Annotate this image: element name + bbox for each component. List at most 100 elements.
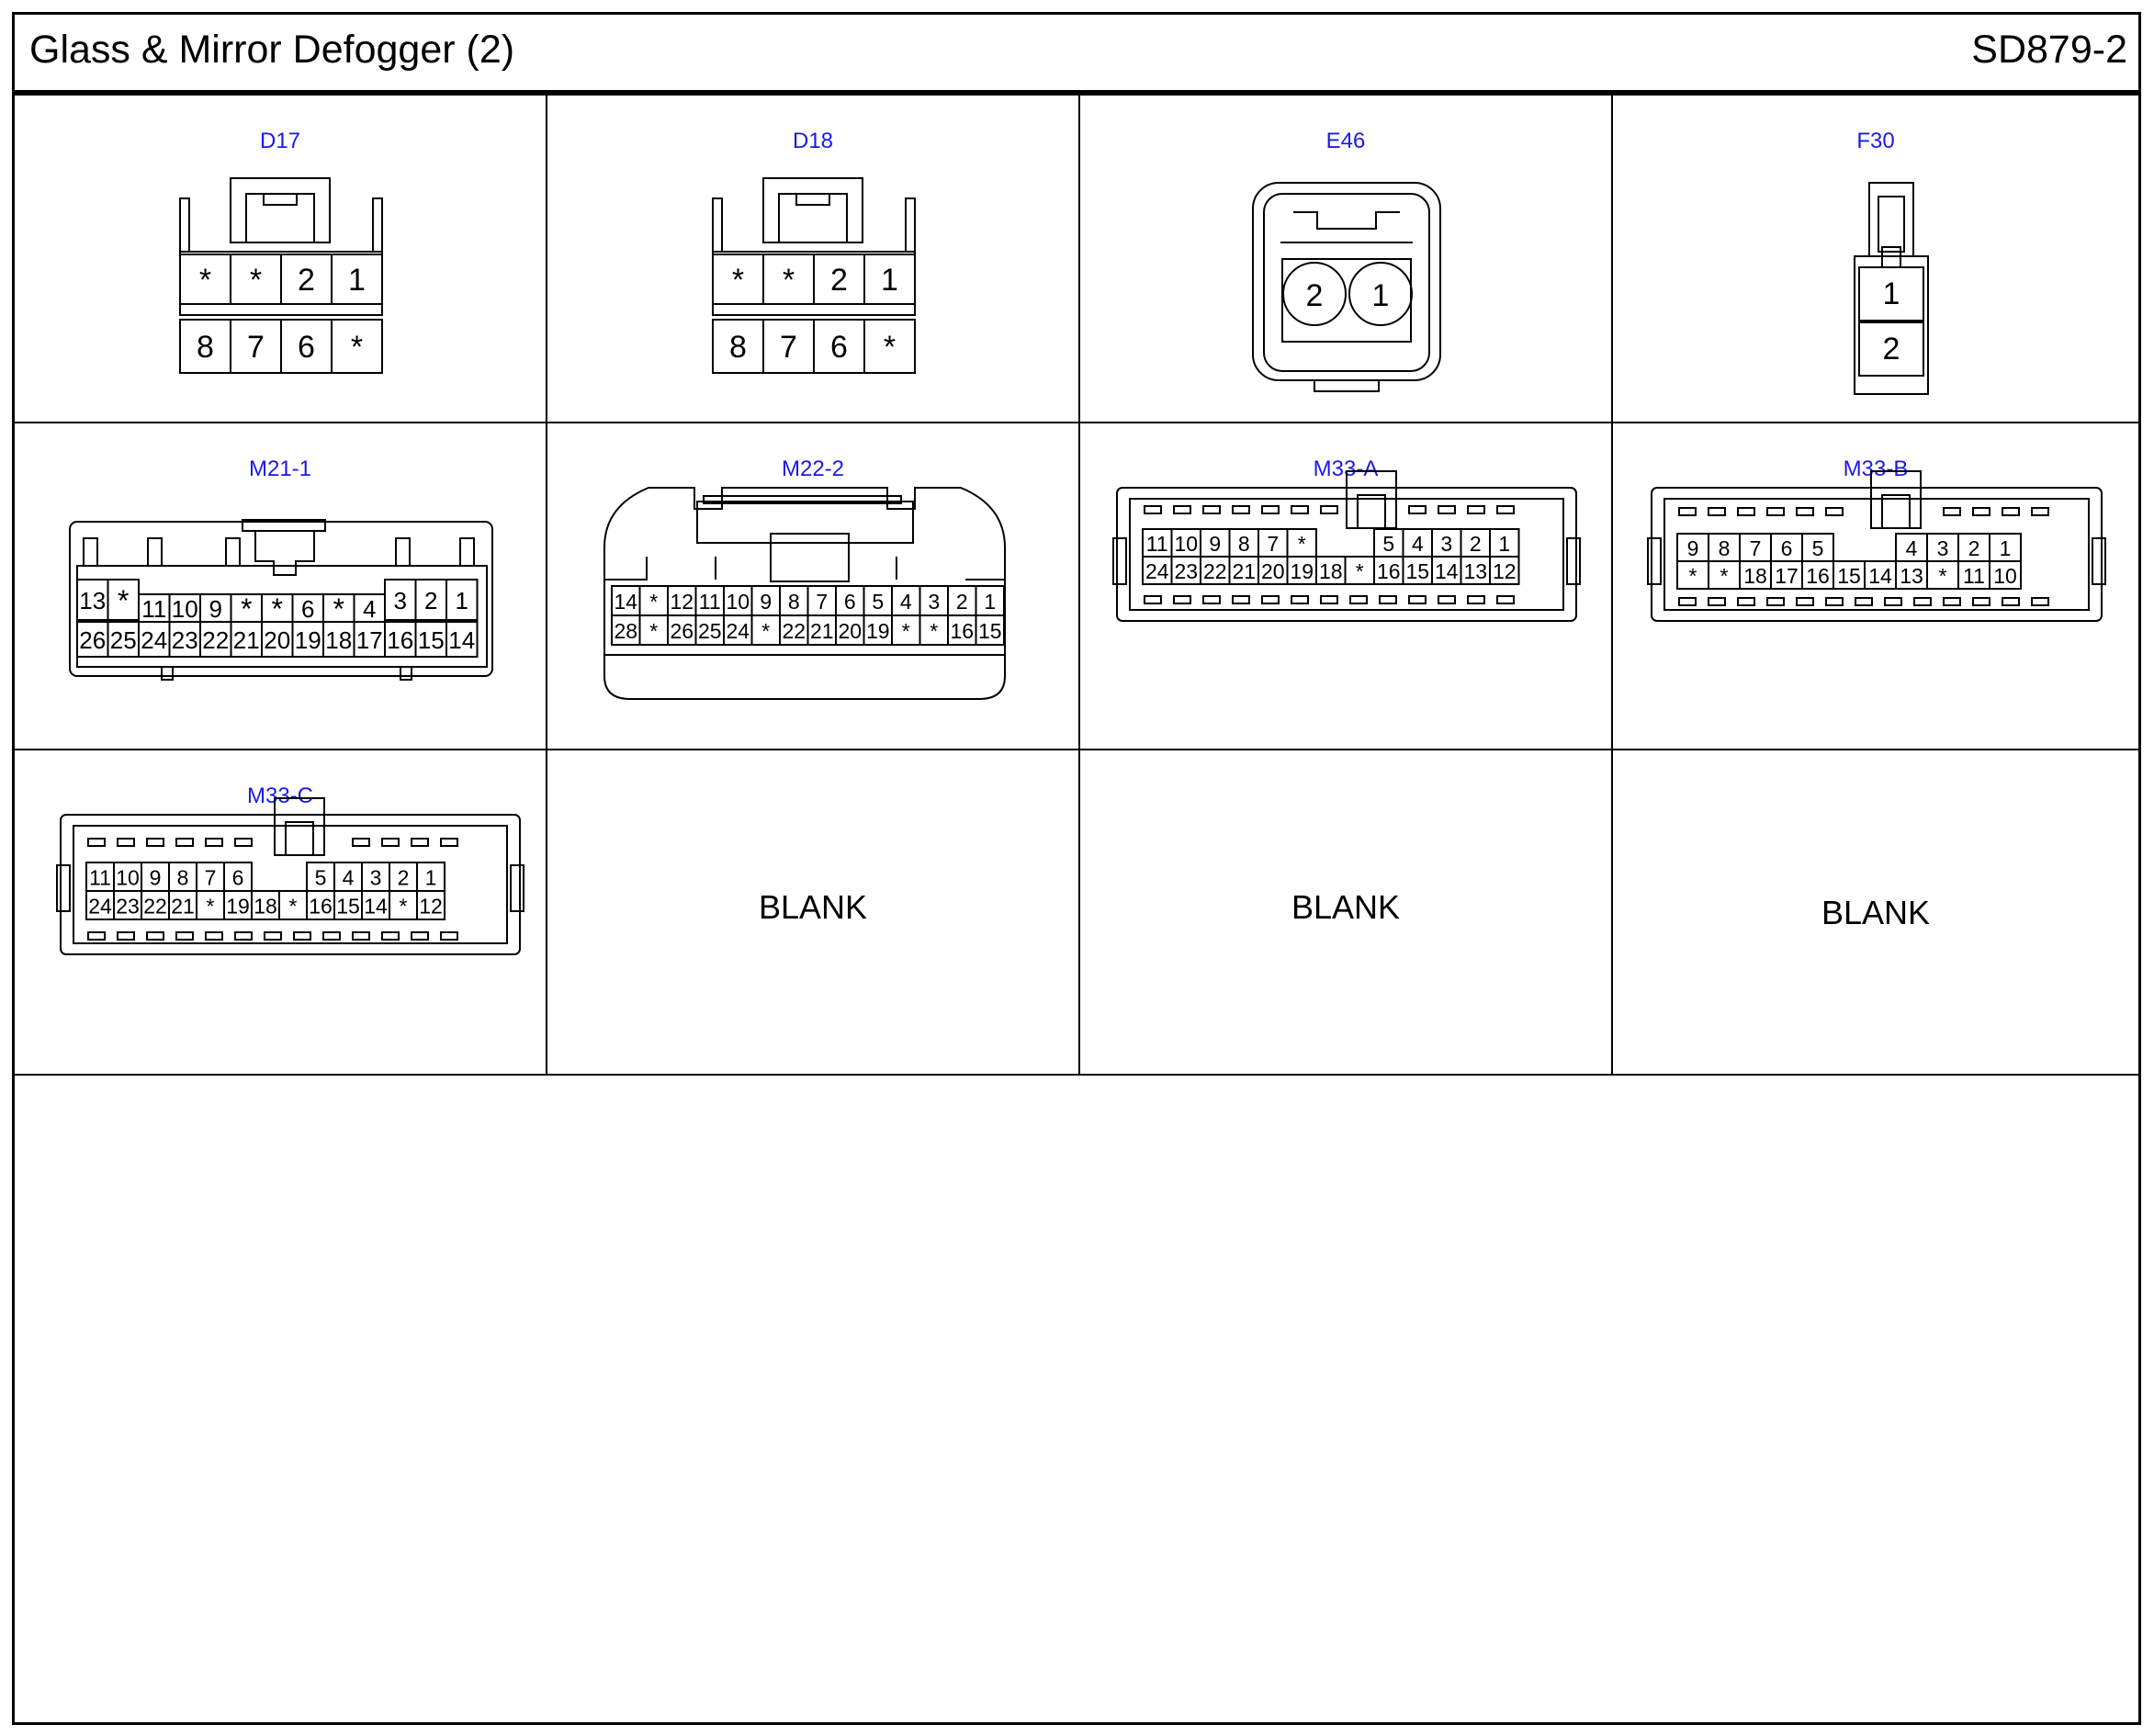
connector-latch [263,193,298,206]
latch-slot [1708,507,1726,516]
pin-label: 16 [1377,559,1401,583]
page-title: Glass & Mirror Defogger (2) [29,28,515,72]
pin-label: 22 [202,626,229,654]
connector-label-d18: D18 [792,129,834,153]
pin-label: * [649,619,658,643]
latch-slot [1144,505,1162,514]
connector-latch [1293,211,1400,230]
pin-label: * [241,592,252,626]
latch-slot [175,838,194,847]
pin-label: 8 [729,330,747,365]
pin-label: * [732,263,744,298]
empty-area [15,1076,2138,1722]
pin-label: 11 [141,595,166,623]
connector-label-f30: F30 [1856,129,1895,153]
cell-blank-3: BLANK [1613,750,2138,1076]
connector-label-m33c: M33-C [246,783,313,808]
pin-label: 20 [1261,559,1285,583]
pin-label: 1 [1498,532,1510,556]
pin-cell [445,579,479,621]
pin-label: * [118,584,129,617]
pin-label: 21 [233,626,260,654]
pin-cell [1989,560,2022,590]
pin-label: 4 [363,595,376,623]
pin-label: 20 [838,619,862,643]
latch-slot [1408,505,1427,514]
pin-label: 12 [419,895,443,919]
pin-label: * [930,619,938,643]
header: Glass & Mirror Defogger (2) SD879-2 [15,15,2138,96]
latch-slot [1708,597,1726,606]
latch-slot [1349,595,1368,604]
connector-guide [83,537,98,566]
pin-label: 9 [209,595,222,623]
pin-label: 11 [89,866,111,890]
pin-label: 19 [295,626,321,654]
pin-label: 18 [254,895,277,919]
pin-label: 7 [780,330,797,365]
latch-slot [175,931,194,941]
pin-label: 1 [1883,276,1900,311]
latch-slot [411,931,429,941]
pin-label: 19 [226,895,250,919]
pin-label: 2 [830,263,848,298]
connector-label-d17: D17 [259,129,301,153]
blank-label: BLANK [1291,888,1401,926]
pin-label: 3 [394,587,407,614]
pin-label: * [1720,564,1729,588]
pin-label: 16 [309,895,333,919]
connector-latch [242,519,326,532]
page-code: SD879-2 [1971,28,2127,72]
latch-slot [1766,597,1785,606]
pin-label: * [289,895,298,919]
latch-slot [1972,507,1990,516]
connector-latch [285,821,314,856]
pin-label: 8 [177,866,189,890]
diagram-frame: Glass & Mirror Defogger (2) SD879-2 D17 … [12,12,2141,1725]
blank-label: BLANK [1821,894,1931,931]
pin-label: 2 [1883,332,1900,366]
latch-slot [1320,595,1338,604]
pin-label: 6 [844,590,856,614]
pin-label: 28 [614,619,637,643]
pin-label: 10 [1174,532,1198,556]
pin-label: 1 [456,587,468,614]
pin-label: 15 [336,895,360,919]
latch-slot [1467,595,1485,604]
connector-label-m22: M22-2 [781,457,845,481]
latch-slot [1496,595,1515,604]
connector-guide [225,537,241,566]
connector-tab [400,666,412,681]
pin-label: 10 [116,866,140,890]
connector-body [69,521,493,677]
pin-label: 7 [205,866,217,890]
pin-label: 8 [788,590,800,614]
pin-label: 13 [1463,559,1487,583]
pin-label: 19 [1290,559,1314,583]
pin-label: * [1298,532,1306,556]
pin-label: 7 [1267,532,1279,556]
pin-label: 4 [343,866,355,890]
latch-slot [1202,595,1221,604]
pin-label: 12 [670,590,694,614]
latch-slot [293,931,311,941]
connector-latch [1357,494,1386,529]
latch-slot [1943,597,1961,606]
pin-label: 1 [881,263,898,298]
pin-label: 13 [1900,564,1923,588]
latch-slot [1261,595,1280,604]
latch-slot [2031,507,2049,516]
pin-label: 17 [1775,564,1799,588]
connector-guide [1566,537,1581,585]
connector-body [73,825,508,944]
connector-guide [510,864,524,912]
connector-latch [770,533,850,582]
latch-slot [205,838,223,847]
pin-label: 3 [1440,532,1452,556]
latch-slot [1379,595,1397,604]
pin-label: 2 [424,587,437,614]
latch-slot [2031,597,2049,606]
connector-body [603,487,1006,656]
latch-slot [322,931,341,941]
